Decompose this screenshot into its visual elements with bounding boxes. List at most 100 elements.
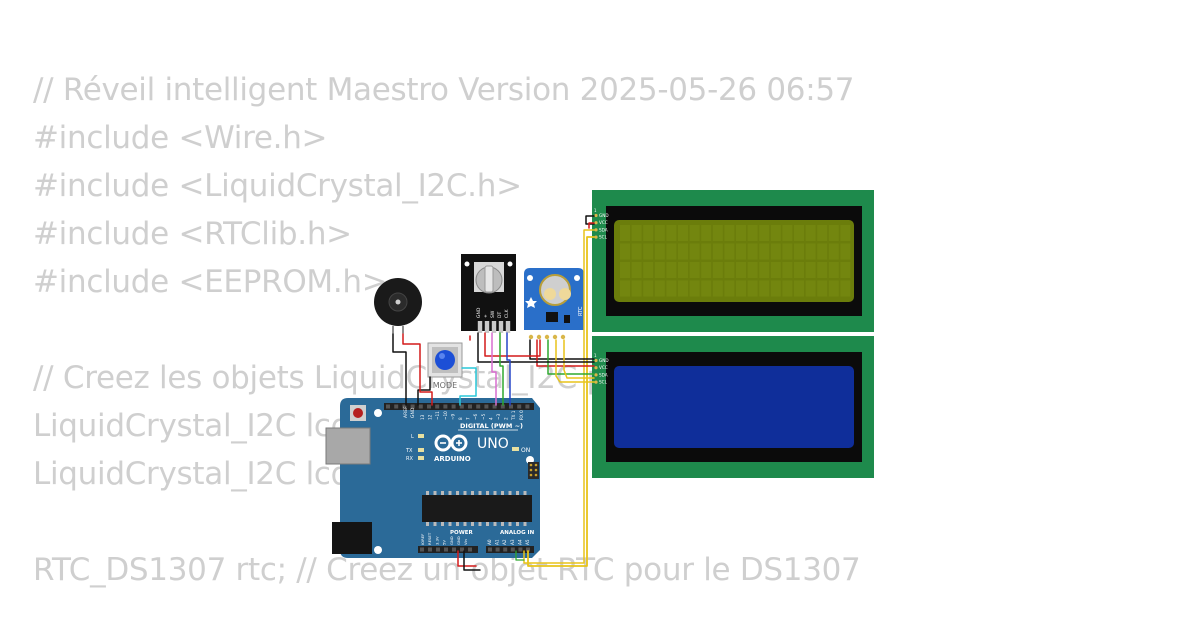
code-line: #include <EEPROM.h> [33,264,388,300]
pin-hole[interactable] [452,547,456,552]
pin-hole[interactable] [428,547,432,552]
power-pin-label: 5V [442,540,447,545]
lcd-pin[interactable] [594,380,598,384]
rtc-pin[interactable] [528,334,534,340]
pin-hole[interactable] [526,547,530,552]
pin-hole[interactable] [443,404,448,409]
lcd-pin[interactable] [594,221,598,225]
pin-hole[interactable] [435,404,440,409]
pin-hole[interactable] [418,404,423,409]
rtc-pin[interactable] [552,334,558,340]
pin-hole[interactable] [518,547,523,552]
pin-hole[interactable] [444,547,448,552]
chip-leg [456,491,459,495]
pin-hole[interactable] [492,404,497,409]
lcd-pin[interactable] [594,228,598,232]
digital-pin-label: ~11 [435,411,440,420]
rtc-pin[interactable] [560,334,566,340]
lcd-cell [712,280,723,297]
encoder-pin-label: GND [476,307,482,318]
chip-leg [478,491,482,495]
encoder-pin[interactable] [491,321,497,333]
pin-hole[interactable] [488,547,492,552]
pin-hole[interactable] [495,547,500,552]
wire-buzzer-signal [402,333,433,406]
digital-pin-label: TX 1 [511,410,516,421]
pin-hole[interactable] [394,404,399,409]
lcd-cell [782,243,793,260]
piezo-buzzer[interactable] [374,278,422,334]
pin-hole[interactable] [517,404,522,409]
pin-hole[interactable] [500,404,505,409]
wire-encoder-sw [491,332,497,406]
pin-hole[interactable] [410,404,415,409]
lcd-pin[interactable] [594,373,598,377]
rtc-pin[interactable] [536,334,542,340]
analog-pin-label: A1 [495,539,500,545]
chip-leg [426,491,429,495]
lcd-cell [666,262,677,278]
led-l-label: L [411,434,414,440]
pin-hole[interactable] [402,404,407,409]
led-on [512,447,519,451]
lcd-cell [759,280,770,297]
pin-hole[interactable] [503,547,508,552]
lcd-cell [770,280,781,297]
wire-sda [523,229,595,564]
lcd-cell [631,243,642,260]
pin-hole[interactable] [510,547,515,552]
lcd-cell [712,262,723,278]
pin-hole[interactable] [484,404,489,409]
lcd-pin-label: GND [599,358,609,363]
pin-hole[interactable] [459,404,464,409]
pin-hole[interactable] [468,547,472,552]
lcd-cell [654,280,665,297]
lcd-cell [828,243,839,260]
arduino-logo [434,434,468,452]
pin-hole[interactable] [451,404,456,409]
pin-hole[interactable] [427,404,431,409]
lcd-cell [620,225,630,241]
lcd-cell [643,280,654,297]
lcd2-display[interactable] [592,336,874,478]
lcd-cell [678,243,688,260]
pin-hole[interactable] [436,547,440,552]
lcd-cell [805,243,816,260]
pin-hole[interactable] [476,404,481,409]
code-line: #include <Wire.h> [33,120,328,156]
lcd-pin-label: VCC [599,220,608,225]
lcd1-display[interactable] [592,190,874,332]
encoder-pin[interactable] [484,321,490,333]
pin-hole[interactable] [386,404,390,409]
lcd-pin-label: SCL [599,380,608,385]
encoder-pin[interactable] [498,321,504,333]
button-cap [435,350,455,370]
power-pin-label: IOREF [420,534,425,545]
pin-hole[interactable] [420,547,424,552]
lcd-pin[interactable] [594,366,598,370]
mode-push-button[interactable]: MODE [427,342,463,390]
pin-hole[interactable] [460,547,464,552]
power-pin-label: 3.3V [434,536,439,545]
rtc-pin-label: GND [527,330,535,334]
lcd-pin[interactable] [594,358,598,363]
wire-lcd2-scl-2 [563,339,595,379]
pin-hole[interactable] [468,404,472,409]
rtc-pin[interactable] [544,334,550,340]
code-editor-background: // Réveil intelligent Maestro Version 20… [33,66,861,594]
chip-leg [478,522,482,526]
wire-encoder-vcc [484,332,541,357]
lcd-cell [689,262,700,278]
lcd-pin[interactable] [594,213,598,218]
encoder-pin[interactable] [477,321,483,333]
encoder-pin[interactable] [505,321,511,333]
lcd-pin[interactable] [594,235,598,239]
lcd-cell [759,262,770,278]
pin-hole[interactable] [525,404,530,409]
pin-hole[interactable] [509,404,513,409]
